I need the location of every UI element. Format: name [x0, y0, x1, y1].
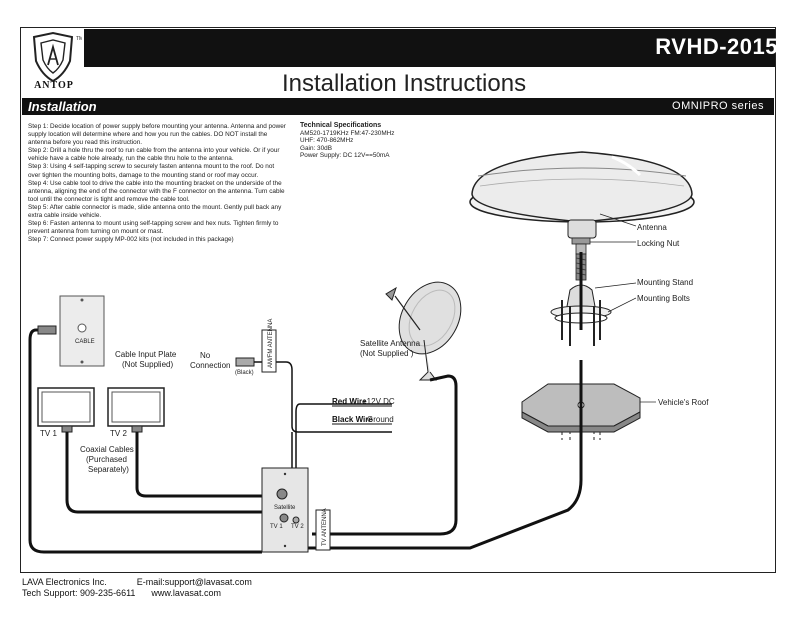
- ps-satellite: Satellite: [274, 505, 296, 511]
- series-name: OMNIPRO series: [672, 100, 764, 112]
- technical-specifications: Technical Specifications AM520-1719KHz F…: [300, 122, 450, 160]
- tv1-label: TV 1: [40, 429, 57, 438]
- spec-line: Gain: 30dB: [300, 144, 332, 152]
- antenna-label: Antenna: [637, 223, 667, 232]
- step-1: Step 1: Decide location of power supply …: [28, 123, 286, 147]
- coax-label: Coaxial Cables: [80, 445, 134, 454]
- tech-support-phone: Tech Support: 909-235-6611: [22, 588, 136, 598]
- page-frame: [20, 27, 776, 573]
- satellite-dish-icon: [385, 281, 462, 381]
- no-connection-label: No: [200, 351, 211, 360]
- mounting-bolts-label: Mounting Bolts: [637, 294, 690, 303]
- fm-antenna-tag: AM/FM ANTENNA: [268, 319, 274, 368]
- cable-plate-label: Cable Input Plate: [115, 350, 177, 359]
- no-connection-label-2: Connection: [190, 361, 230, 370]
- antop-logo-icon: TM: [32, 31, 82, 83]
- mounting-stand-label: Mounting Stand: [637, 278, 693, 287]
- svg-text:CABLE: CABLE: [75, 339, 95, 345]
- spec-line: Power Supply: DC 12V==50mA: [300, 152, 390, 160]
- section-title: Installation: [28, 99, 97, 114]
- footer: LAVA Electronics Inc. E-mail:support@lava…: [22, 577, 252, 599]
- step-3: Step 3: Using 4 self-tapping screw to se…: [28, 163, 275, 179]
- model-number: RVHD-2015: [655, 34, 778, 59]
- step-5: Step 5: After cable connector is made, s…: [28, 203, 282, 220]
- ps-tv2: TV 2: [291, 524, 304, 530]
- step-4: Step 4: Use cable tool to drive the cabl…: [28, 179, 285, 203]
- specs-title: Technical Specifications: [300, 122, 382, 129]
- header-bar: [84, 29, 775, 67]
- red-wire-label: Red Wire: [332, 397, 367, 406]
- cable-input-plate-icon: CABLE: [59, 295, 105, 367]
- coax-label-3: Separately): [88, 465, 129, 474]
- omni-antenna-icon: [469, 151, 695, 239]
- tv-1-icon: [37, 387, 95, 433]
- locking-nut-icon: [571, 237, 591, 255]
- support-email[interactable]: E-mail:support@lavasat.com: [136, 577, 252, 587]
- cable-plate-not-supplied: (Not Supplied): [122, 360, 173, 369]
- step-6: Step 6: Fasten antenna to mount using se…: [28, 220, 279, 236]
- vehicles-roof-label: Vehicle's Roof: [658, 398, 709, 407]
- step-2: Step 2: Drill a hole thru the roof to ru…: [28, 147, 280, 163]
- tv-antenna-tag: TV ANTENNA: [322, 508, 328, 546]
- tv2-label: TV 2: [110, 429, 127, 438]
- step-list: Step 1: Decide location of power supply …: [28, 123, 286, 244]
- black-wire-label: Black Wire: [332, 415, 373, 424]
- svg-text:TM: TM: [76, 36, 82, 42]
- section-bar: [22, 98, 774, 115]
- page-title: Installation Instructions: [281, 70, 527, 97]
- spec-line: AM520-1719KHz FM:47-230MHz: [300, 129, 395, 137]
- website-link[interactable]: www.lavasat.com: [151, 588, 221, 598]
- red-wire-spec: +12V DC: [362, 397, 395, 406]
- coax-label-2: (Purchased: [86, 455, 127, 464]
- tv-2-icon: [107, 387, 165, 433]
- step-7: Step 7: Connect power supply MP-002 kits…: [28, 236, 234, 244]
- locking-nut-label: Locking Nut: [637, 239, 680, 248]
- spec-line: UHF: 470-862MHz: [300, 137, 354, 145]
- black-wire-spec: Ground: [367, 415, 394, 424]
- company-name: LAVA Electronics Inc.: [22, 577, 107, 587]
- satellite-not-supplied: (Not Supplied ): [360, 349, 414, 358]
- ps-tv1: TV 1: [270, 524, 283, 530]
- black-tag: (Black): [235, 370, 254, 376]
- brand-name: ANTOP: [34, 80, 74, 91]
- power-supply-box-icon: [261, 467, 309, 553]
- satellite-label: Satellite Antenna: [360, 339, 421, 348]
